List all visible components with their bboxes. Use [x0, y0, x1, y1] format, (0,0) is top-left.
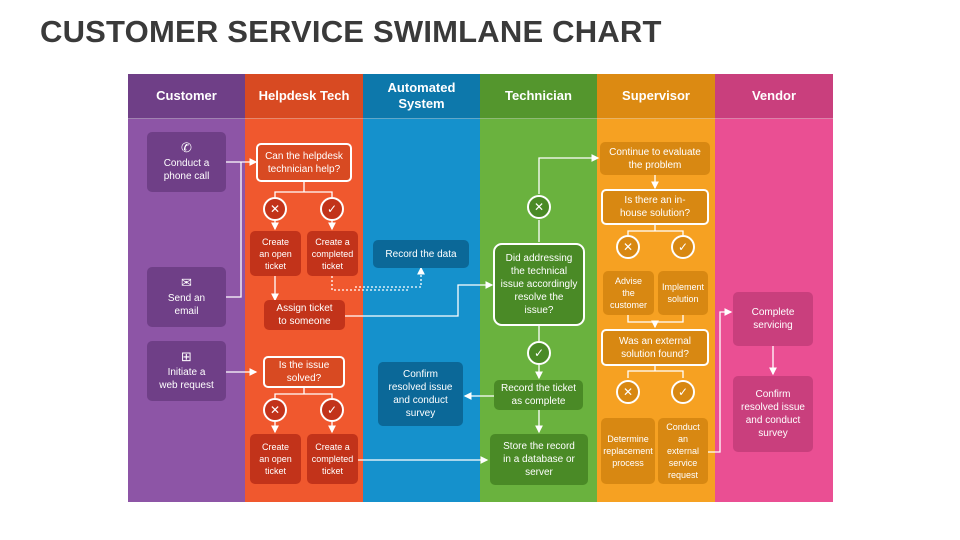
web-request-box[interactable]: ⊞ Initiate a web request: [147, 341, 226, 401]
inhouse-solution-question-box[interactable]: Is there an in- house solution?: [601, 189, 709, 225]
vendor-confirm-survey-box[interactable]: Confirm resolved issue and conduct surve…: [733, 376, 813, 452]
no-icon: ✕: [527, 195, 551, 219]
lane-header-vendor: Vendor: [715, 74, 833, 119]
create-completed-ticket-box[interactable]: Create a completed ticket: [307, 231, 358, 276]
complete-servicing-box[interactable]: Complete servicing: [733, 292, 813, 346]
send-email-label: Send an email: [167, 293, 206, 317]
no-icon: ✕: [616, 380, 640, 404]
determine-replacement-box[interactable]: Determine replacement process: [601, 418, 655, 484]
issue-solved-question-label: Is the issue solved?: [278, 360, 330, 384]
implement-solution-box[interactable]: Implement solution: [658, 271, 708, 315]
create-open-ticket-label: Create an open ticket: [259, 442, 292, 476]
yes-icon: ✓: [527, 341, 551, 365]
store-record-label: Store the record in a database or server: [503, 441, 575, 478]
yes-icon: ✓: [320, 398, 344, 422]
automated-confirm-survey-box[interactable]: Confirm resolved issue and conduct surve…: [378, 362, 463, 426]
inhouse-solution-question-label: Is there an in- house solution?: [619, 195, 691, 219]
continue-evaluate-box[interactable]: Continue to evaluate the problem: [600, 142, 710, 175]
record-ticket-complete-label: Record the ticket as complete: [500, 383, 577, 407]
conduct-external-request-label: Conduct an external service request: [666, 422, 700, 480]
browser-window-icon: ⊞: [181, 349, 192, 364]
automated-confirm-survey-label: Confirm resolved issue and conduct surve…: [388, 369, 453, 419]
advise-customer-label: Advise the customer: [609, 276, 647, 310]
lane-header-supervisor: Supervisor: [597, 74, 715, 119]
page-title: CUSTOMER SERVICE SWIMLANE CHART: [40, 14, 662, 49]
store-record-box[interactable]: Store the record in a database or server: [490, 434, 588, 485]
create-completed-ticket-box[interactable]: Create a completed ticket: [307, 434, 358, 484]
connector-external-branch: [627, 366, 684, 378]
lane-header-technician: Technician: [480, 74, 597, 119]
record-data-label: Record the data: [385, 248, 457, 260]
external-solution-question-box[interactable]: Was an external solution found?: [601, 329, 709, 366]
yes-icon: ✓: [671, 235, 695, 259]
continue-evaluate-label: Continue to evaluate the problem: [609, 146, 701, 171]
connector-q1-branch: [274, 182, 333, 197]
phone-call-label: Conduct a phone call: [163, 158, 210, 182]
no-icon: ✕: [616, 235, 640, 259]
lane-header-automated-system: Automated System: [363, 74, 480, 119]
create-completed-ticket-label: Create a completed ticket: [311, 442, 354, 476]
no-icon: ✕: [263, 398, 287, 422]
lane-automated-system: Automated System: [363, 74, 480, 502]
web-request-label: Initiate a web request: [159, 367, 214, 391]
connector-no-to-continue: [538, 154, 600, 194]
create-open-ticket-label: Create an open ticket: [259, 236, 292, 271]
external-solution-question-label: Was an external solution found?: [619, 335, 691, 360]
connector-advise-merge: [627, 315, 684, 327]
envelope-icon: ✉: [181, 275, 192, 290]
no-icon: ✕: [263, 197, 287, 221]
issue-solved-question-box[interactable]: Is the issue solved?: [263, 356, 345, 388]
connector-inhouse-branch: [627, 225, 684, 235]
advise-customer-box[interactable]: Advise the customer: [603, 271, 654, 315]
lane-header-helpdesk-tech: Helpdesk Tech: [245, 74, 363, 119]
connector-email-to-question: [226, 162, 242, 298]
assign-ticket-box[interactable]: Assign ticket to someone: [264, 300, 345, 330]
create-completed-ticket-label: Create a completed ticket: [311, 236, 354, 271]
vendor-confirm-survey-label: Confirm resolved issue and conduct surve…: [741, 389, 805, 439]
conduct-external-request-box[interactable]: Conduct an external service request: [658, 418, 708, 484]
create-open-ticket-box[interactable]: Create an open ticket: [250, 231, 301, 276]
phone-icon: ✆: [181, 140, 192, 155]
technician-question-label: Did addressing the technical issue accor…: [500, 253, 578, 316]
record-data-box[interactable]: Record the data: [373, 240, 469, 268]
helpdesk-question-label: Can the helpdesk technician help?: [265, 150, 343, 175]
yes-icon: ✓: [671, 380, 695, 404]
phone-call-box[interactable]: ✆ Conduct a phone call: [147, 132, 226, 192]
connector-q2-branch: [274, 388, 333, 398]
send-email-box[interactable]: ✉ Send an email: [147, 267, 226, 327]
lane-header-customer: Customer: [128, 74, 245, 119]
complete-servicing-label: Complete servicing: [751, 307, 795, 331]
implement-solution-label: Implement solution: [661, 282, 705, 304]
connector-completed1-dashed: [331, 276, 408, 291]
record-ticket-complete-box[interactable]: Record the ticket as complete: [494, 380, 583, 410]
assign-ticket-label: Assign ticket to someone: [276, 303, 333, 327]
yes-icon: ✓: [320, 197, 344, 221]
connector-assign-to-tech-question: [345, 281, 494, 317]
technician-question-box[interactable]: Did addressing the technical issue accor…: [493, 243, 585, 326]
create-open-ticket-box[interactable]: Create an open ticket: [250, 434, 301, 484]
helpdesk-question-box[interactable]: Can the helpdesk technician help?: [256, 143, 352, 182]
connector-conduct-to-vendor: [708, 308, 733, 453]
determine-replacement-label: Determine replacement process: [603, 434, 653, 468]
connector-completed1-to-record: [355, 266, 425, 288]
